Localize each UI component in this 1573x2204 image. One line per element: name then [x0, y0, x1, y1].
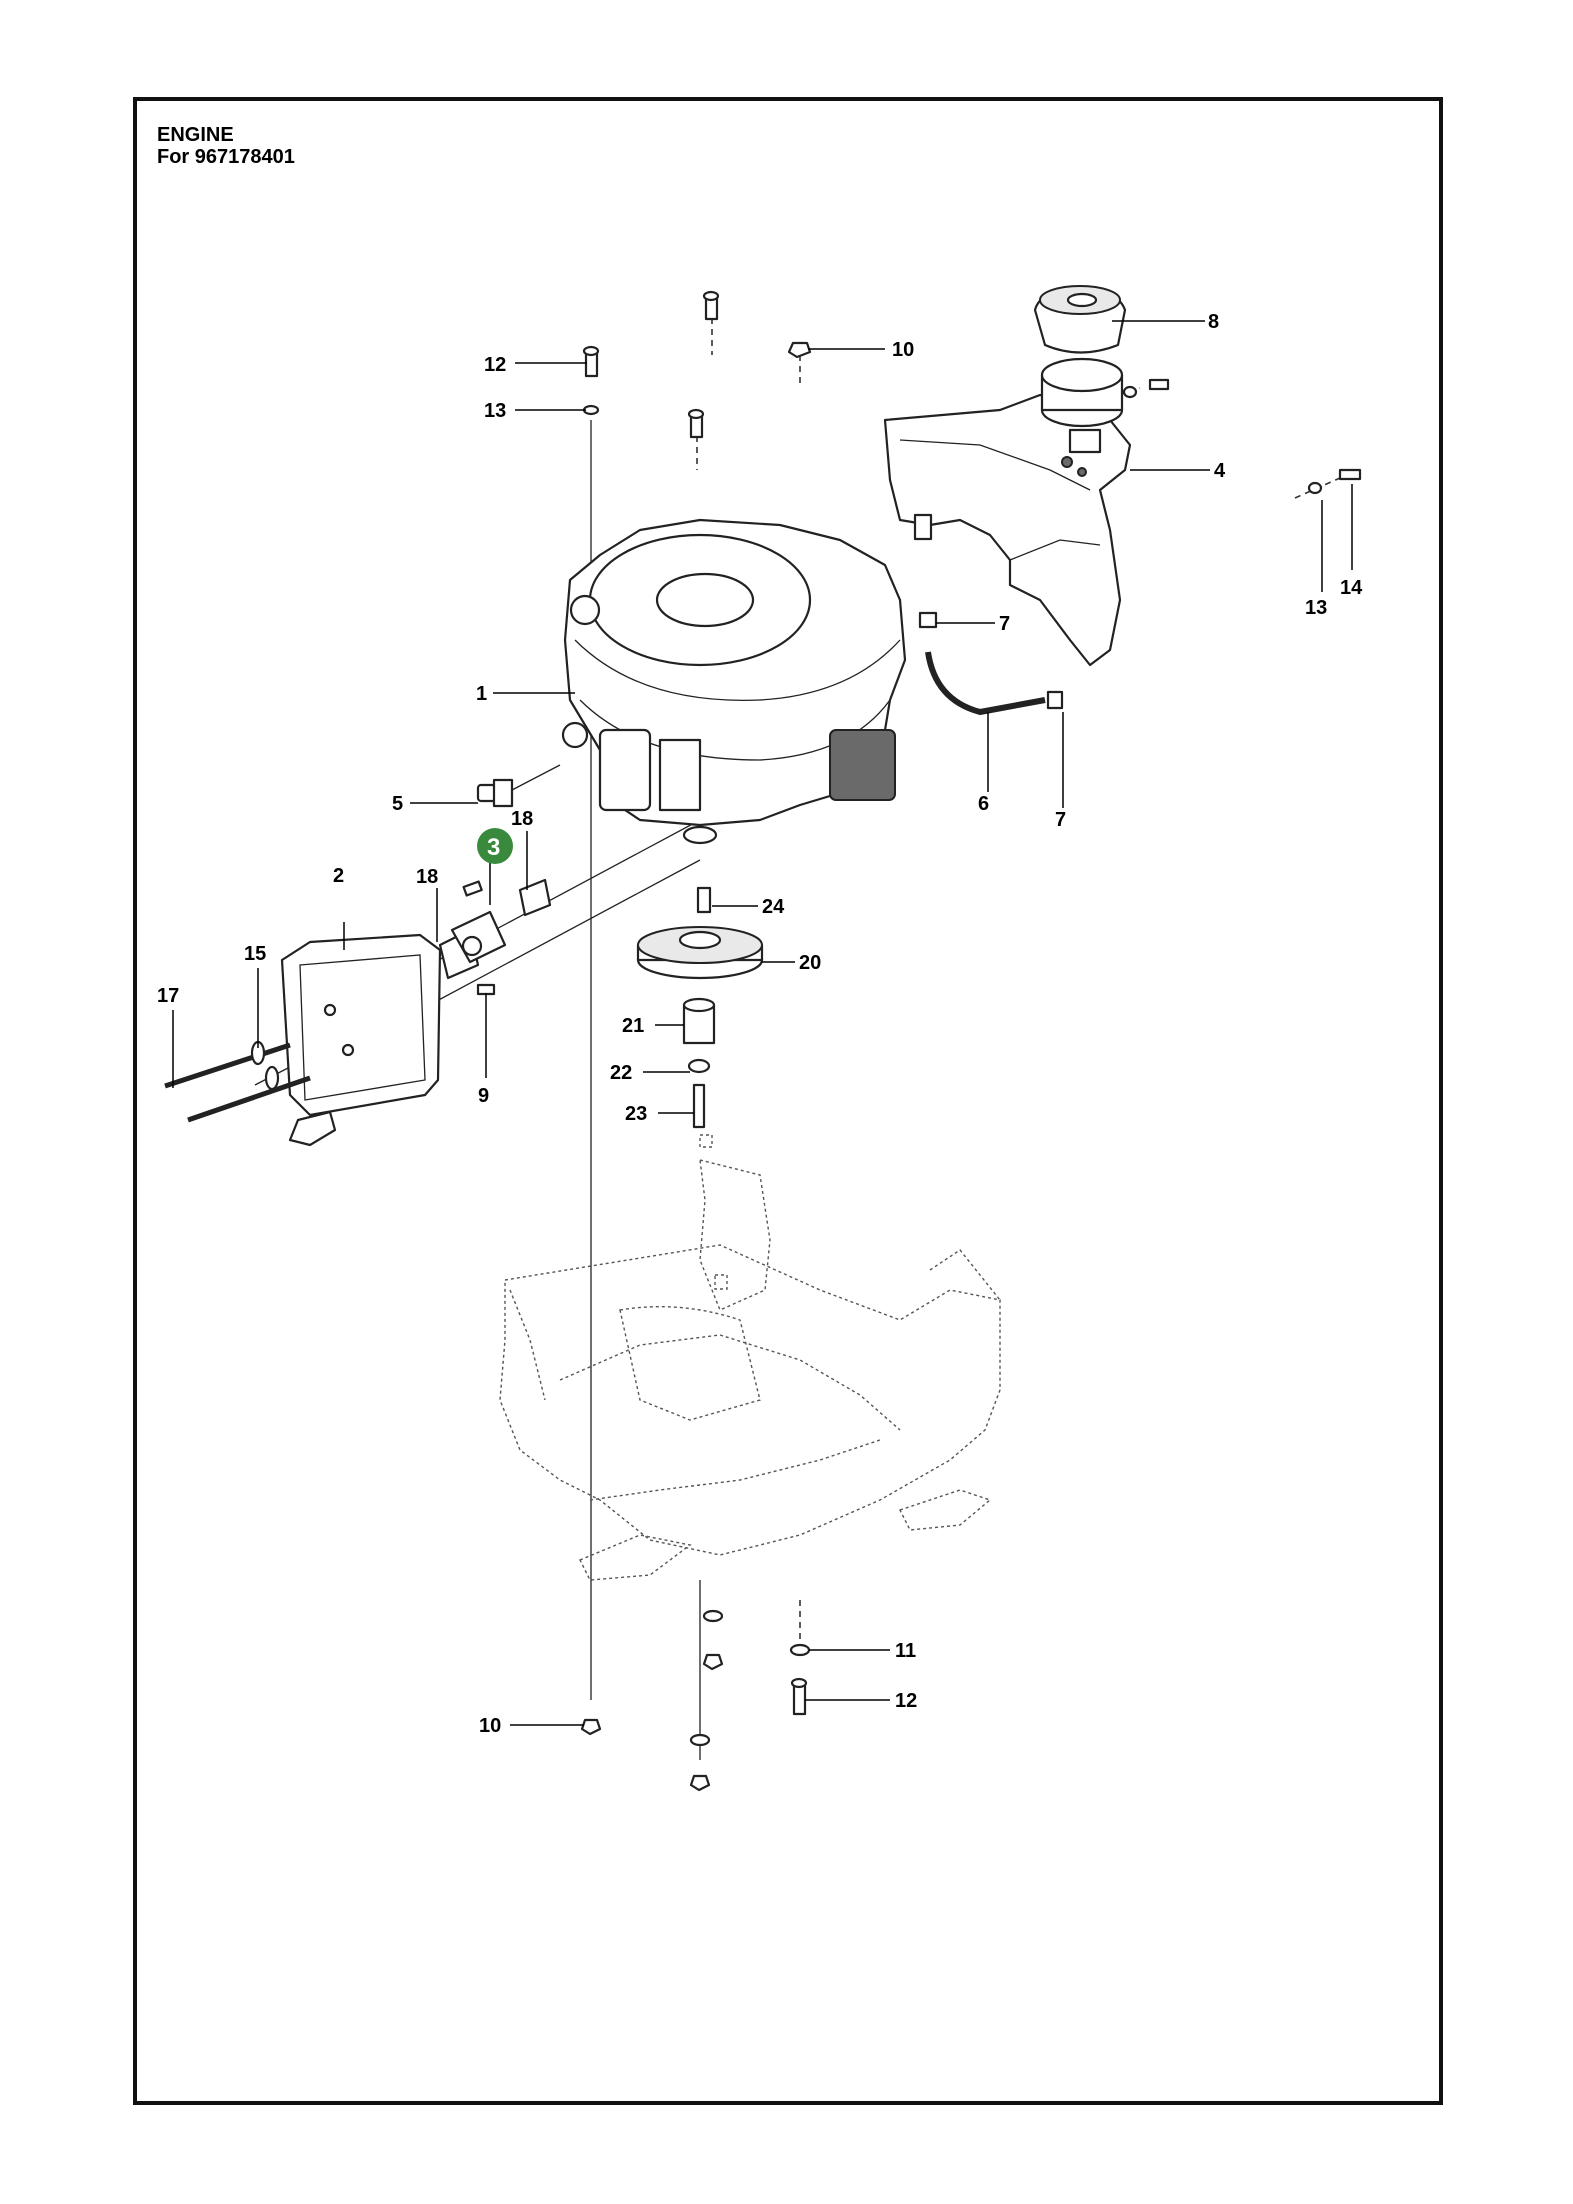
- callout-11: 11: [895, 1640, 916, 1662]
- pulley-stack: [636, 886, 764, 1129]
- callout-15: 15: [244, 943, 266, 965]
- callout-18-left: 18: [416, 866, 438, 888]
- callout-18-right: 18: [511, 808, 533, 830]
- callout-24: 24: [762, 896, 785, 918]
- callout-10-bottom: 10: [479, 1715, 501, 1737]
- callout-4: 4: [1214, 460, 1226, 482]
- callout-20: 20: [799, 952, 821, 974]
- fuel-tank: [883, 393, 1132, 667]
- callout-7-upper: 7: [999, 613, 1010, 635]
- callout-7-lower: 7: [1055, 809, 1066, 831]
- top-fasteners: [582, 290, 1362, 495]
- fitting-adapter: [476, 764, 561, 808]
- fuel-cap: [1033, 285, 1127, 428]
- callout-12-bottom: 12: [895, 1690, 917, 1712]
- chassis-frame-outline: [499, 1134, 1001, 1581]
- hose-clamp-upper: [918, 611, 938, 629]
- callout-14: 14: [1340, 577, 1363, 599]
- leader-lines: [172, 320, 1353, 1726]
- highlight-badge-3: 3: [477, 828, 513, 864]
- fuel-line: [925, 651, 1046, 715]
- engine-block: [561, 518, 907, 845]
- bottom-fasteners: [580, 1609, 811, 1792]
- callout-12-top: 12: [484, 354, 506, 376]
- callout-9: 9: [478, 1085, 489, 1107]
- callout-1: 1: [476, 683, 487, 705]
- callout-22: 22: [610, 1062, 632, 1084]
- callout-13-top: 13: [484, 400, 506, 422]
- callout-10-top: 10: [892, 339, 914, 361]
- callout-2: 2: [333, 865, 344, 887]
- badge-label: 3: [487, 834, 500, 861]
- callout-6: 6: [978, 793, 989, 815]
- diagram-subtitle: For 967178401: [157, 146, 295, 168]
- callout-21: 21: [622, 1015, 644, 1037]
- callout-5: 5: [392, 793, 403, 815]
- muffler-bolts: [164, 1040, 311, 1123]
- hose-clamp-lower: [1046, 690, 1064, 710]
- callout-17: 17: [157, 985, 179, 1007]
- callout-13-right: 13: [1305, 597, 1327, 619]
- exhaust-parts: [438, 878, 552, 996]
- muffler: [280, 933, 442, 1147]
- page-frame: [133, 97, 1443, 2105]
- diagram-title: ENGINE: [157, 124, 234, 146]
- axis-muffler-lower: [419, 859, 701, 1011]
- callout-8: 8: [1208, 311, 1219, 333]
- diagram-header: ENGINE For 967178401: [157, 124, 295, 168]
- callout-23: 23: [625, 1103, 647, 1125]
